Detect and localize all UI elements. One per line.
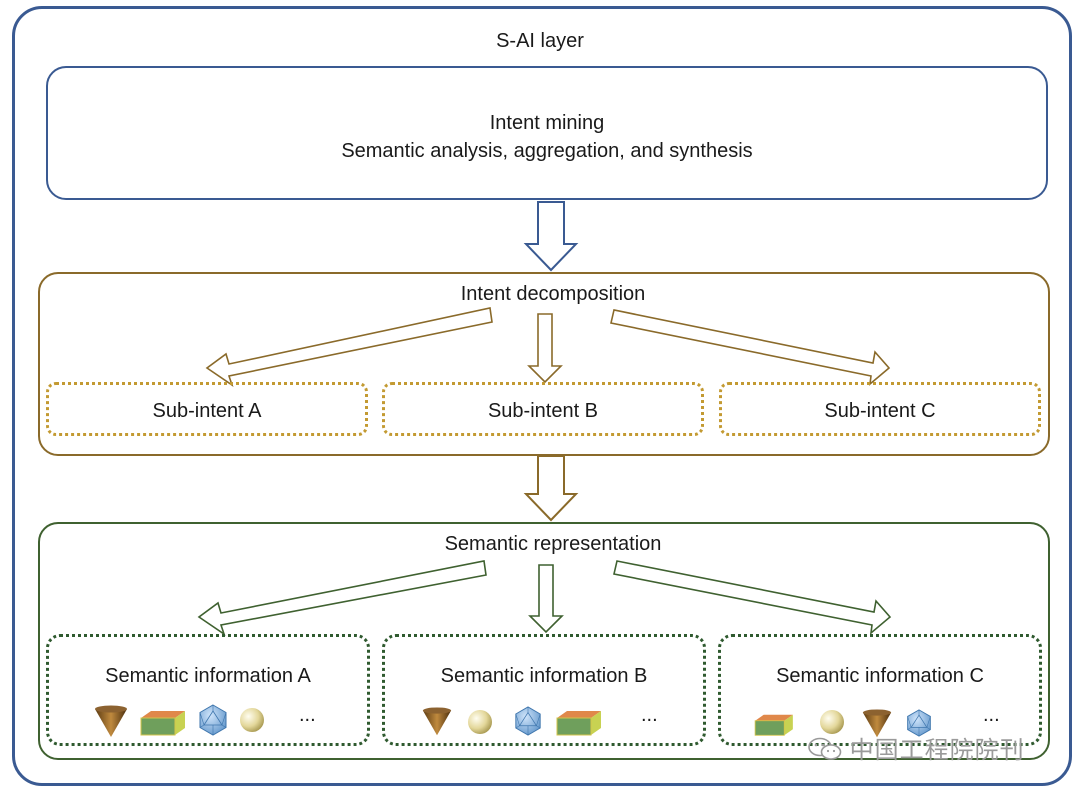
decomposition-arrow-left <box>205 307 493 387</box>
sub-intent-a-label: Sub-intent A <box>152 400 262 422</box>
semantic-information-c-label: Semantic information C <box>776 665 984 687</box>
semantic-information-a-box: Semantic information A ... <box>46 634 370 746</box>
semantic-information-a-label: Semantic information A <box>105 665 311 687</box>
sub-intent-b-box: Sub-intent B <box>382 382 704 436</box>
mining-to-decomposition-arrow <box>523 201 579 272</box>
intent-decomposition-title: Intent decomposition <box>460 283 646 305</box>
decomposition-arrow-center <box>527 313 563 384</box>
layer-title: S-AI layer <box>496 30 584 52</box>
semantic-information-c-box: Semantic information C ... <box>718 634 1042 746</box>
sphere-icon <box>820 710 844 734</box>
cone-icon <box>862 709 892 738</box>
semantic-information-b-label: Semantic information B <box>440 665 648 687</box>
cone-icon <box>422 707 452 736</box>
semantic-representation-box <box>38 522 1050 760</box>
icosahedron-icon <box>199 704 227 736</box>
sphere-icon <box>240 708 264 732</box>
s-ai-layer-frame <box>12 6 1072 786</box>
intent-mining-subtitle: Semantic analysis, aggregation, and synt… <box>341 140 753 162</box>
more-ellipsis: ... <box>983 704 1000 726</box>
semantic-information-b-box: Semantic information B ... <box>382 634 706 746</box>
box-icon <box>754 714 793 736</box>
intent-decomposition-box <box>38 272 1050 456</box>
sub-intent-a-box: Sub-intent A <box>46 382 368 436</box>
box-icon <box>556 711 601 736</box>
representation-arrow-center <box>528 564 564 634</box>
cone-icon <box>95 705 127 737</box>
decomposition-arrow-right <box>610 309 891 386</box>
icosahedron-icon <box>907 709 931 737</box>
watermark-text: 中国工程院院刊 <box>849 737 1025 764</box>
representation-arrow-right <box>613 560 892 635</box>
watermark: 中国工程院院刊 <box>808 730 1025 765</box>
sub-intent-c-label: Sub-intent C <box>824 400 936 422</box>
box-icon <box>140 711 185 736</box>
sub-intent-b-label: Sub-intent B <box>487 400 599 422</box>
icosahedron-icon <box>515 706 541 736</box>
sphere-icon <box>468 710 492 734</box>
more-ellipsis: ... <box>299 704 316 726</box>
wechat-icon <box>808 737 842 760</box>
representation-arrow-left <box>197 560 487 636</box>
sub-intent-c-box: Sub-intent C <box>719 382 1041 436</box>
more-ellipsis: ... <box>641 704 658 726</box>
intent-mining-box: Intent mining Semantic analysis, aggrega… <box>46 66 1048 200</box>
decomposition-to-representation-arrow <box>523 455 579 522</box>
semantic-representation-title: Semantic representation <box>444 533 662 555</box>
intent-mining-title: Intent mining <box>489 112 605 134</box>
